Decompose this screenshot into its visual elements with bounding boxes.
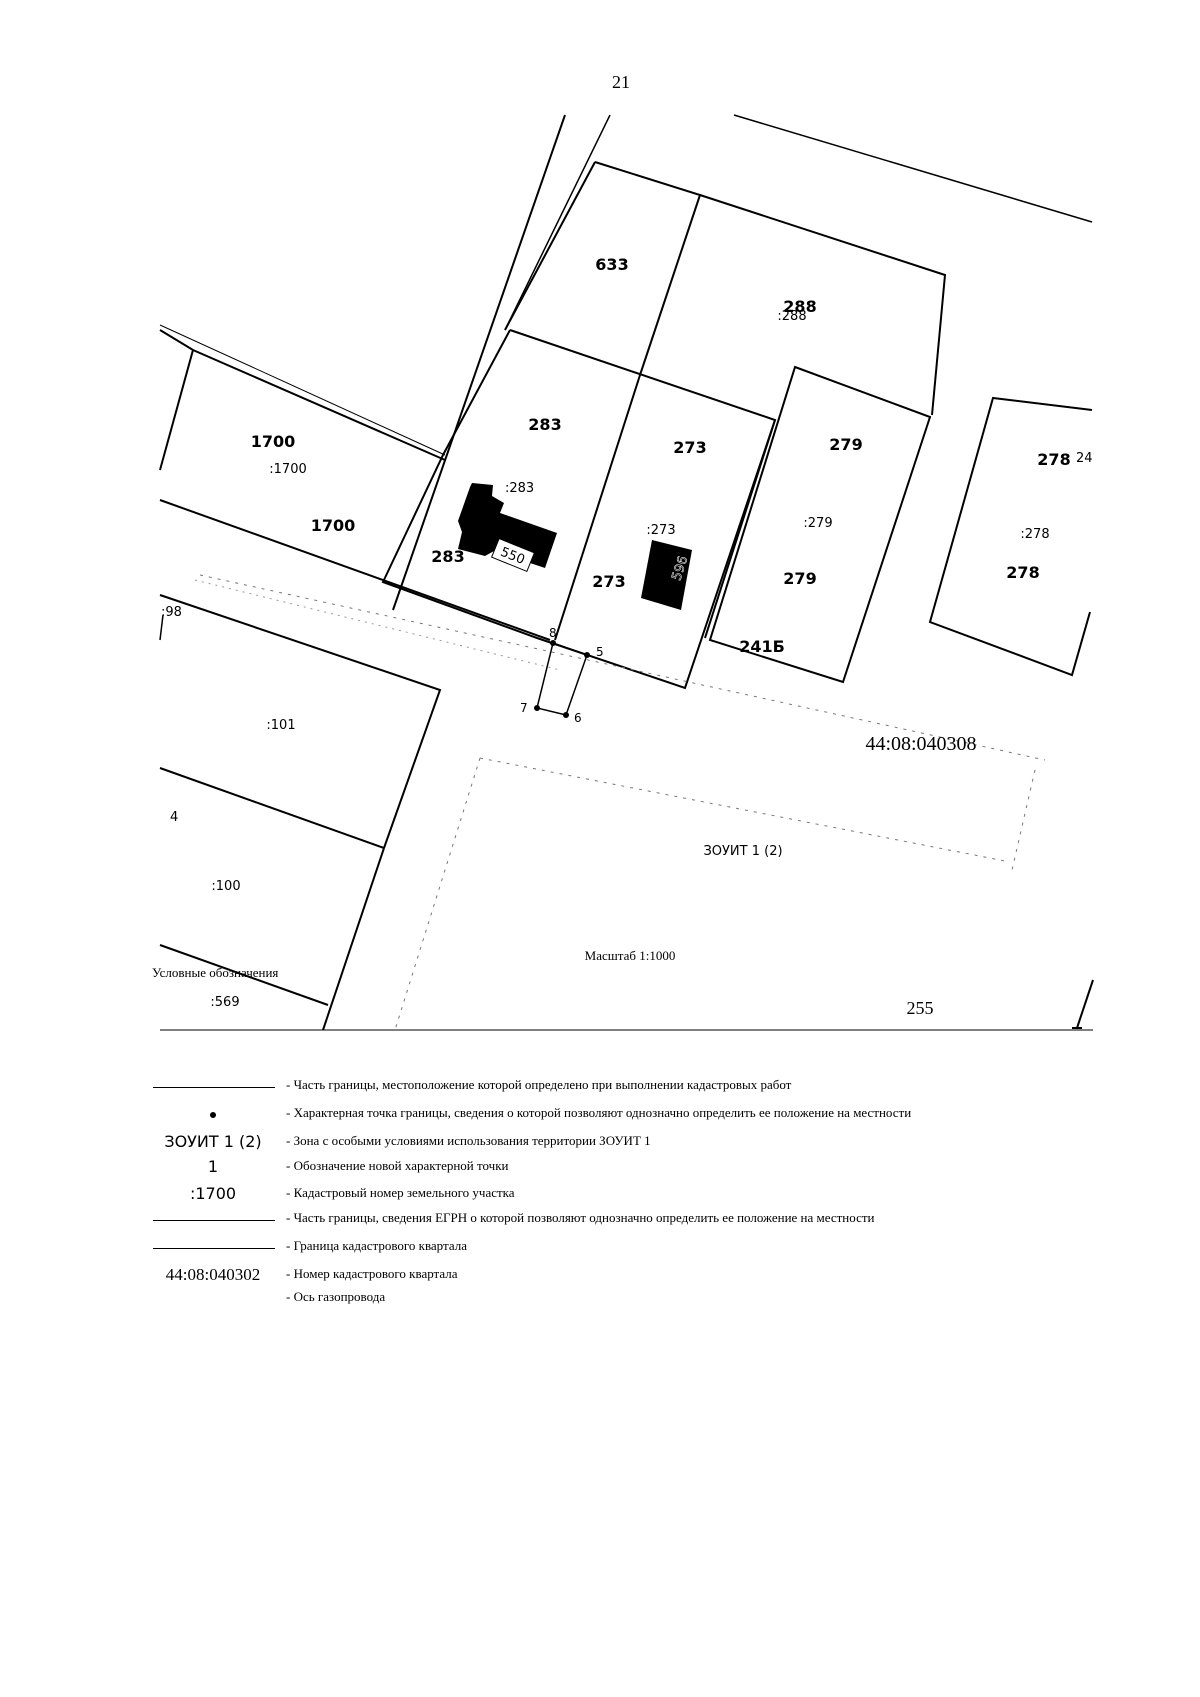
legend-text: - Граница кадастрового квартала [286, 1238, 467, 1253]
parcel-label-4: 4 [170, 810, 178, 825]
parcel-288-boundary [699, 194, 947, 416]
legend-item: - Характерная точка границы, сведения о … [148, 1103, 1048, 1125]
legend-symbol-cadastral-number: :1700 [189, 1184, 237, 1203]
legend-title: Условные обозначения [152, 965, 279, 980]
zone-lines [199, 574, 1046, 1031]
boundary-line [504, 114, 611, 331]
cadastral-number-101: :101 [266, 718, 295, 733]
legend-symbol-gas-pipe [148, 1287, 278, 1309]
cadastral-number-98: :98 [161, 605, 182, 620]
point-label-5: 5 [596, 645, 604, 659]
legend-symbol-zone: ЗОУИТ 1 (2) [164, 1132, 262, 1151]
parcel-101-100-divider [159, 767, 385, 849]
zone-boundary-line [394, 757, 481, 1031]
parcel-label-24: 24 [1076, 451, 1093, 466]
legend-text: - Характерная точка границы, сведения о … [286, 1105, 912, 1120]
point-7-dot [534, 705, 540, 711]
parcel-101-boundary [159, 594, 442, 849]
point-label-7: 7 [520, 701, 528, 715]
legend-text: - Часть границы, местоположение которой … [286, 1077, 792, 1092]
building-596: 596 [641, 540, 692, 610]
parcel-label-278: 278 [1037, 450, 1070, 469]
parcel-label-633: 633 [595, 255, 628, 274]
cadastral-number-1700: :1700 [269, 462, 306, 477]
legend-text: - Часть границы, сведения ЕГРН о которой… [286, 1210, 875, 1225]
parcel-98-edge [159, 614, 164, 641]
zone-boundary-line [1011, 769, 1036, 871]
quarter-number-label: 44:08:040308 [865, 733, 976, 755]
cadastral-number-273: :273 [646, 523, 675, 538]
cadastral-number-283: :283 [505, 481, 534, 496]
cadastral-number-288: :288 [777, 309, 806, 324]
legend-item: 44:08:040302 - Номер кадастрового кварта… [148, 1264, 1048, 1286]
legend-item: - Часть границы, сведения ЕГРН о которой… [148, 1208, 1048, 1230]
parcel-1700-boundary [159, 324, 446, 456]
boundary-line [392, 114, 566, 611]
legend-text: - Кадастровый номер земельного участка [286, 1185, 515, 1200]
point-8-dot [550, 640, 556, 646]
legend-text: - Зона с особыми условиями использования… [286, 1133, 651, 1148]
characteristic-points [534, 640, 590, 718]
point-6-dot [563, 712, 569, 718]
parcel-label-283: 283 [528, 415, 561, 434]
scale-label: Масштаб 1:1000 [584, 948, 676, 963]
legend-item: ЗОУИТ 1 (2) - Зона с особыми условиями и… [148, 1131, 1048, 1153]
parcel-label-279-alt: 279 [783, 569, 816, 588]
parcel-label-1700-alt: 1700 [311, 516, 356, 535]
legend-item: - Граница кадастрового квартала [148, 1236, 1048, 1258]
cadastral-number-100: :100 [211, 879, 240, 894]
point-5-dot [584, 652, 590, 658]
point-label-8: 8 [549, 626, 557, 640]
parcel-label-288: 288 [783, 297, 816, 316]
parcel-1700-boundary [159, 499, 551, 641]
parcel-label-241b: 241Б [739, 637, 785, 656]
zone-label: ЗОУИТ 1 (2) [703, 844, 782, 859]
parcel-1700-boundary [159, 349, 194, 471]
parcel-label-273-alt: 273 [592, 572, 625, 591]
parcel-100-569-divider [159, 944, 329, 1006]
legend-text: - Номер кадастрового квартала [286, 1266, 458, 1281]
cadastral-number-569: :569 [210, 995, 239, 1010]
map-lines [159, 114, 1094, 1031]
legend-symbol-point-icon [148, 1103, 278, 1125]
legend-symbol-point-number: 1 [207, 1157, 219, 1176]
parcel-label-273: 273 [673, 438, 706, 457]
legend-symbol-quarter-number: 44:08:040302 [165, 1265, 261, 1284]
legend-symbol-line [148, 1075, 278, 1097]
legend-item: 1 - Обозначение новой характерной точки [148, 1156, 1048, 1178]
building-550: 550 [458, 483, 557, 573]
legend-text: - Ось газопровода [286, 1289, 386, 1304]
parcel-283-273-divider [554, 374, 641, 641]
boundary-line [1076, 979, 1094, 1029]
point-label-6: 6 [574, 711, 582, 725]
parcel-label-255: 255 [907, 998, 934, 1018]
zone-boundary-line [479, 757, 1011, 863]
legend-item: - Ось газопровода [148, 1287, 1048, 1309]
legend-item: :1700 - Кадастровый номер земельного уча… [148, 1183, 1048, 1205]
parcel-label-279: 279 [829, 435, 862, 454]
parcel-279-boundary [708, 365, 932, 684]
parcel-label-1700: 1700 [251, 432, 296, 451]
cadastral-number-279: :279 [803, 516, 832, 531]
parcel-label-278-alt: 278 [1006, 563, 1039, 582]
parcel-279-edge [704, 419, 776, 639]
cadastral-number-278: :278 [1020, 527, 1049, 542]
legend-text: - Обозначение новой характерной точки [286, 1158, 509, 1173]
legend-item: - Часть границы, местоположение которой … [148, 1075, 1048, 1097]
parcel-283-273-boundary [381, 329, 777, 690]
page-number: 21 [612, 72, 630, 92]
parcel-100-boundary [322, 847, 385, 1031]
legend-symbol-line [148, 1236, 278, 1258]
quarter-boundary-line [733, 114, 1093, 223]
legend-symbol-line [148, 1208, 278, 1230]
parcel-278-boundary [928, 396, 1093, 677]
zone-boundary-line [199, 574, 1046, 761]
parcel-1700-boundary [159, 329, 446, 461]
parcel-label-283-alt: 283 [431, 547, 464, 566]
parcel-633-boundary [504, 161, 596, 331]
